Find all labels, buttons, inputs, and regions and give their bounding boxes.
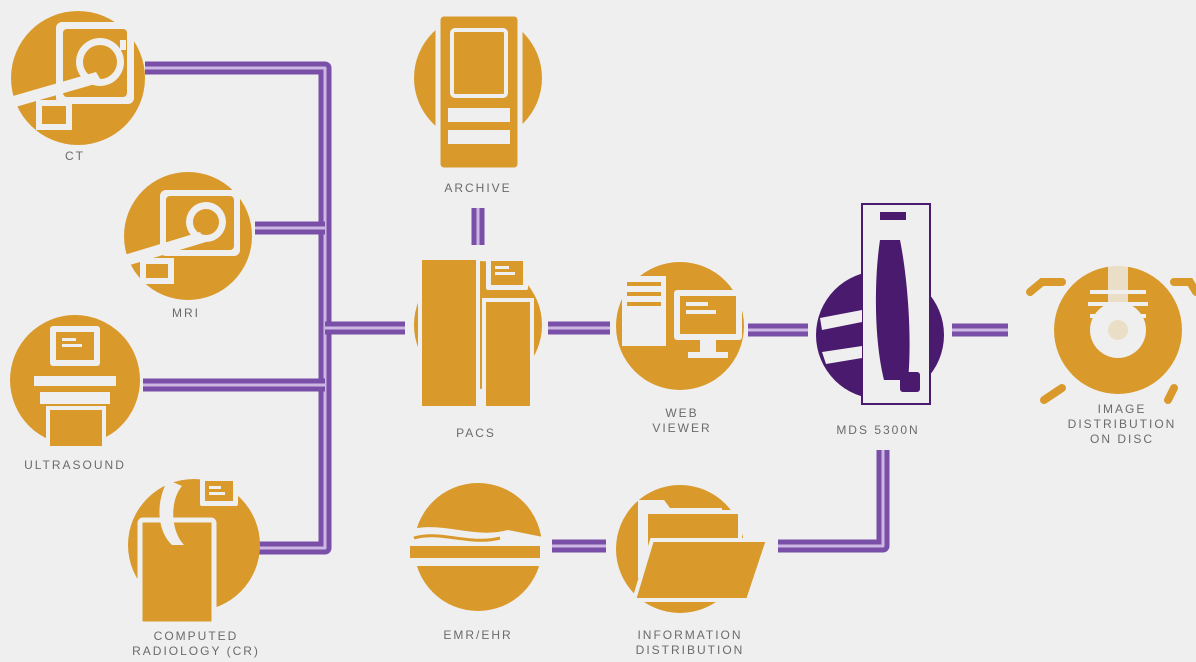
disc-label-line2: DISTRIBUTION: [1068, 417, 1177, 432]
archive-server-icon: [414, 14, 542, 170]
archive-label: ARCHIVE: [444, 181, 511, 196]
disc-label-line3: ON DISC: [1068, 432, 1177, 447]
mri-label: MRI: [172, 306, 200, 321]
pacs-label: PACS: [456, 426, 496, 441]
connector-info-mds: [778, 450, 883, 546]
info-label-line2: DISTRIBUTION: [636, 643, 745, 658]
ultrasound-machine-icon: [10, 315, 140, 448]
disc-label-line1: IMAGE: [1068, 402, 1177, 417]
disc-publisher-icon: [816, 204, 944, 404]
disc-label: IMAGE DISTRIBUTION ON DISC: [1068, 402, 1177, 447]
ct-label: CT: [65, 149, 85, 164]
cr-label-line1: COMPUTED: [132, 629, 260, 644]
xray-disc-icon: [1030, 266, 1196, 400]
web-viewer-label-line1: WEB: [652, 406, 711, 421]
cr-label-line2: RADIOLOGY (CR): [132, 644, 260, 659]
mri-scanner-icon: [114, 172, 252, 300]
computer-icon: [616, 262, 744, 390]
ct-scanner-icon: [6, 11, 145, 145]
web-viewer-label-line2: VIEWER: [652, 421, 711, 436]
ultrasound-label: ULTRASOUND: [24, 458, 126, 473]
folder-icon: [616, 485, 768, 613]
mds-label: MDS 5300N: [836, 423, 919, 438]
info-label-line1: INFORMATION: [636, 628, 745, 643]
pacs-server-icon: [414, 256, 542, 408]
info-label: INFORMATION DISTRIBUTION: [636, 628, 745, 658]
web-viewer-label: WEB VIEWER: [652, 406, 711, 436]
cr-reader-icon: [128, 476, 260, 624]
emr-device-icon: [402, 483, 548, 611]
cr-label: COMPUTED RADIOLOGY (CR): [132, 629, 260, 659]
emr-label: EMR/EHR: [443, 628, 512, 643]
